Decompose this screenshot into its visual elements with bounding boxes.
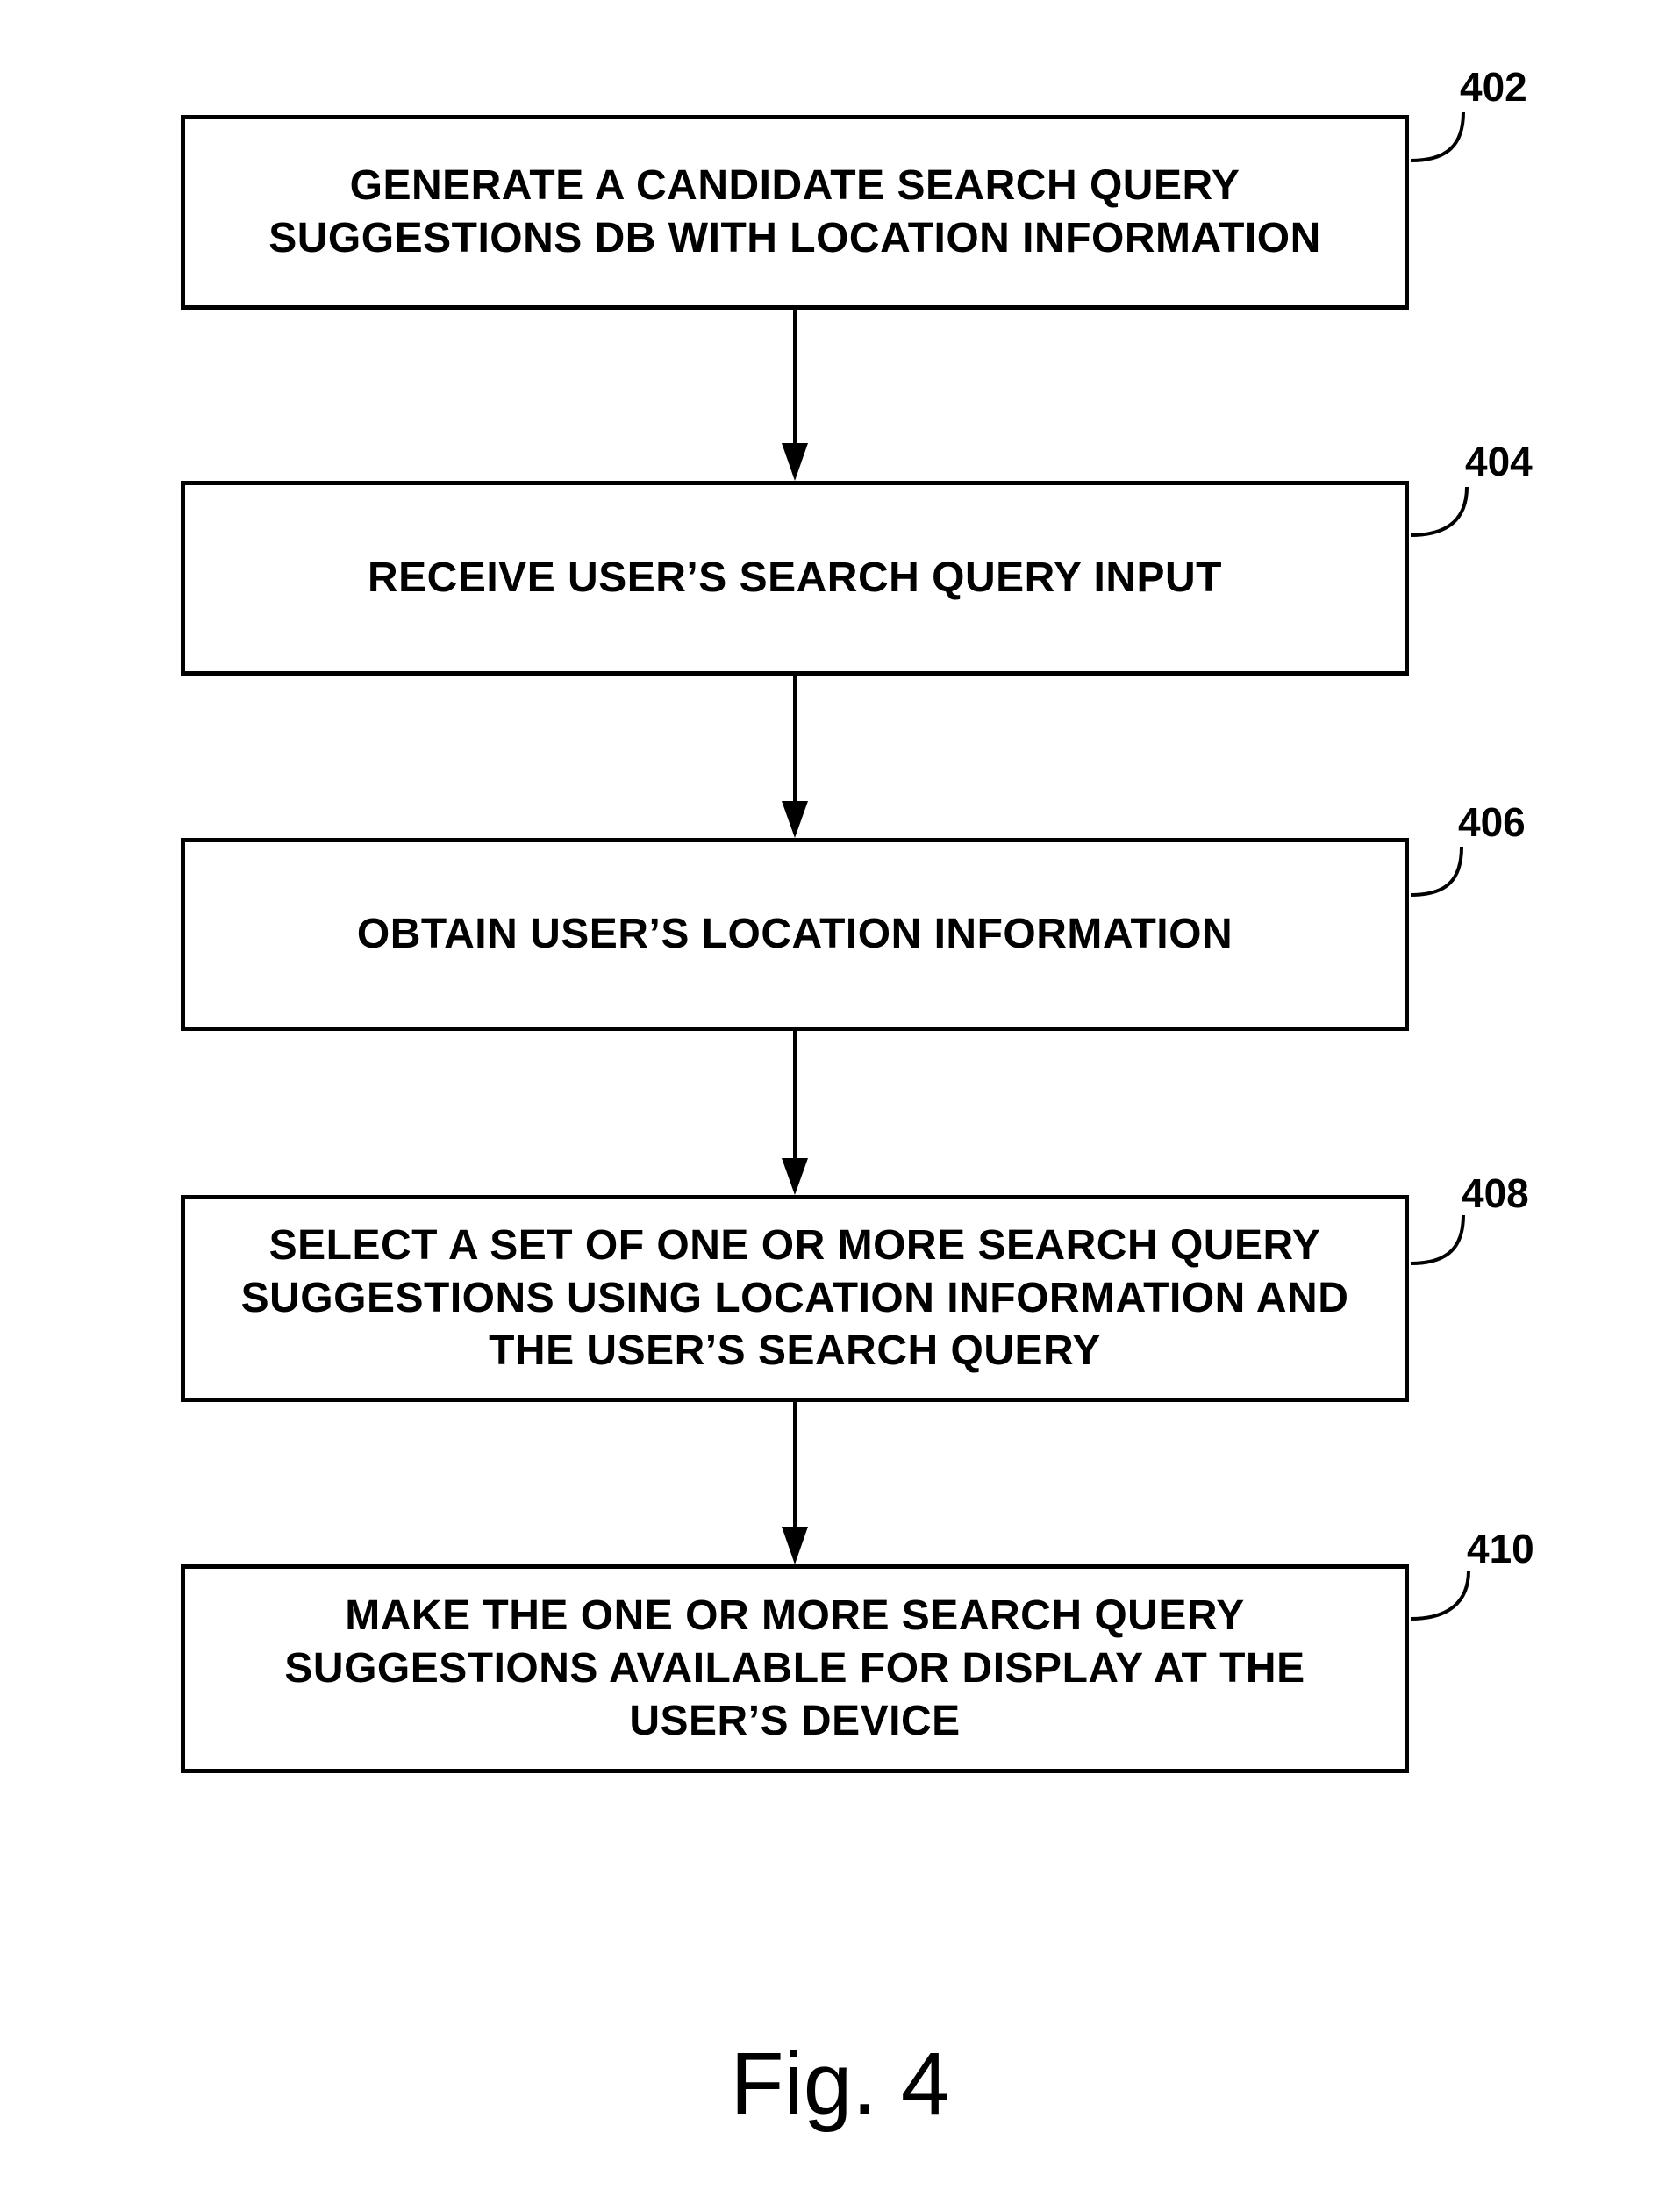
leader-402 xyxy=(1411,112,1463,161)
leader-404 xyxy=(1411,487,1467,535)
leader-410 xyxy=(1411,1571,1469,1619)
step-text-404: RECEIVE USER’S SEARCH QUERY INPUT xyxy=(368,552,1222,605)
leader-406 xyxy=(1411,847,1462,895)
step-text-408: SELECT A SET OF ONE OR MORE SEARCH QUERY… xyxy=(241,1220,1349,1378)
step-text-402: GENERATE A CANDIDATE SEARCH QUERY SUGGES… xyxy=(268,160,1321,265)
ref-label-402: 402 xyxy=(1460,63,1527,111)
step-text-410: MAKE THE ONE OR MORE SEARCH QUERY SUGGES… xyxy=(284,1590,1305,1748)
step-box-404: RECEIVE USER’S SEARCH QUERY INPUT xyxy=(181,481,1409,676)
arrow-406-408 xyxy=(782,1031,808,1195)
step-text-406: OBTAIN USER’S LOCATION INFORMATION xyxy=(357,908,1233,961)
step-box-406: OBTAIN USER’S LOCATION INFORMATION xyxy=(181,838,1409,1031)
leader-408 xyxy=(1411,1215,1463,1263)
arrow-404-406 xyxy=(782,676,808,838)
step-box-402: GENERATE A CANDIDATE SEARCH QUERY SUGGES… xyxy=(181,115,1409,310)
ref-label-410: 410 xyxy=(1467,1525,1534,1572)
step-box-408: SELECT A SET OF ONE OR MORE SEARCH QUERY… xyxy=(181,1195,1409,1402)
step-box-410: MAKE THE ONE OR MORE SEARCH QUERY SUGGES… xyxy=(181,1564,1409,1773)
ref-label-406: 406 xyxy=(1458,798,1526,846)
ref-label-404: 404 xyxy=(1465,438,1533,485)
arrow-408-410 xyxy=(782,1402,808,1564)
arrow-402-404 xyxy=(782,309,808,481)
ref-label-408: 408 xyxy=(1462,1170,1529,1217)
figure-label: Fig. 4 xyxy=(0,2034,1680,2135)
